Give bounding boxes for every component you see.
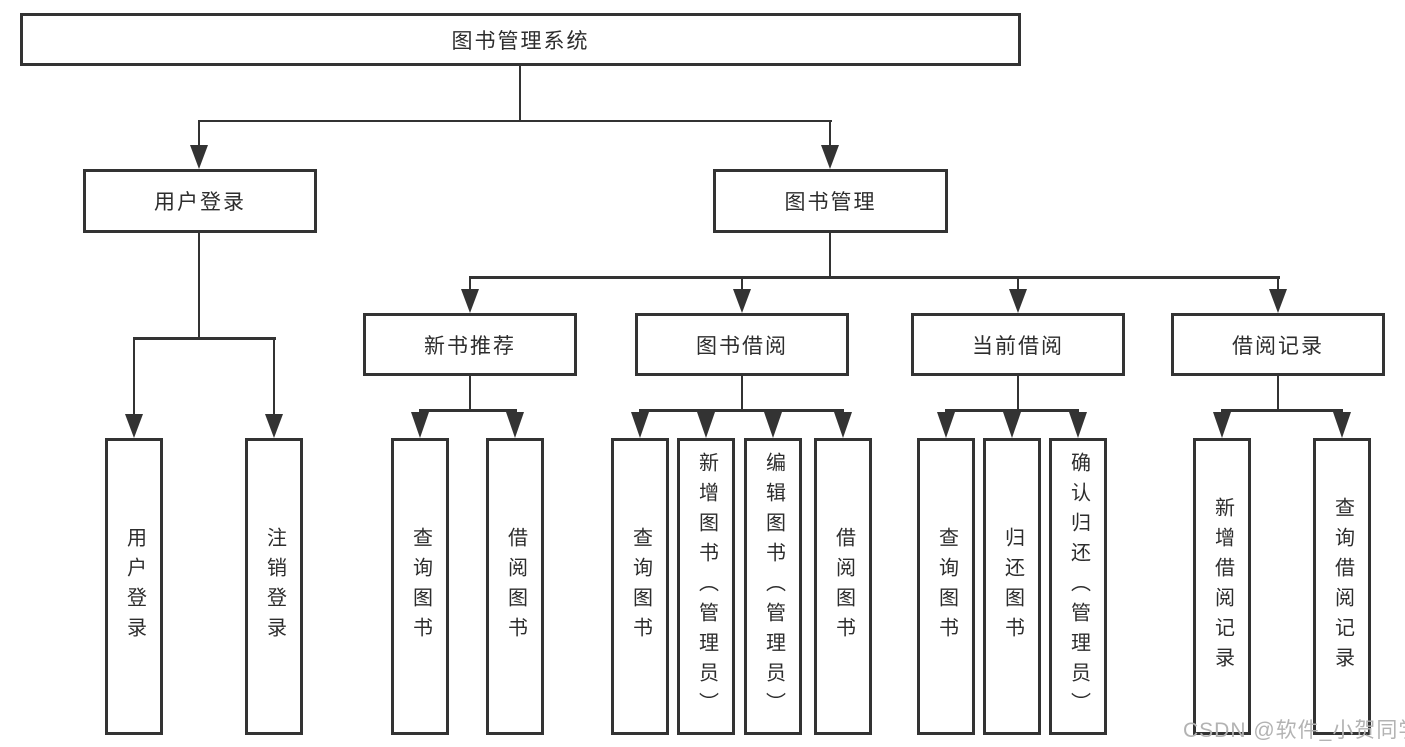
leaf-label: 查询借阅记录 [1331, 496, 1354, 677]
node-label: 借阅记录 [1232, 334, 1324, 358]
leaf-logout: 注销登录 [245, 438, 303, 735]
arrow-down-icon [733, 289, 751, 313]
leaf-label: 新增图书（管理员） [695, 451, 718, 722]
connector-current-split [945, 409, 1079, 412]
node-label: 图书管理系统 [451, 29, 590, 53]
leaf-records-query-borrow-record: 查询借阅记录 [1313, 438, 1371, 735]
arrow-down-icon [821, 145, 839, 169]
connector-recommend-split [419, 409, 517, 412]
connector-borrow-stem [741, 376, 743, 410]
connector-level3-drop [469, 279, 471, 290]
csdn-watermark: CSDN @软件_小贺同学 [1183, 719, 1405, 742]
connector-root-split [198, 120, 832, 122]
arrow-down-icon [1003, 412, 1021, 438]
leaf-user-login: 用户登录 [105, 438, 163, 735]
leaf-label: 借阅图书 [832, 526, 855, 647]
node-book-management: 图书管理 [713, 169, 948, 233]
connector-records-split [1221, 409, 1343, 412]
node-user-login: 用户登录 [83, 169, 317, 233]
connector-user-login-drop [198, 120, 200, 148]
leaf-label: 借阅图书 [504, 526, 527, 647]
connector-leaf-drop [133, 340, 135, 414]
connector-root-stem [519, 66, 521, 120]
arrow-down-icon [1009, 289, 1027, 313]
leaf-label: 新增借阅记录 [1211, 496, 1234, 677]
node-label: 图书管理 [784, 191, 877, 214]
connector-user-login-split [133, 337, 276, 340]
leaf-label: 归还图书 [1001, 526, 1024, 647]
leaf-recommend-borrow-books: 借阅图书 [486, 438, 544, 735]
connector-book-mgmt-drop [829, 120, 831, 148]
arrow-down-icon [190, 145, 208, 169]
leaf-recommend-query-books: 查询图书 [391, 438, 449, 735]
node-label: 当前借阅 [972, 334, 1064, 358]
leaf-label: 用户登录 [123, 526, 146, 647]
arrow-down-icon [937, 412, 955, 438]
leaf-label: 查询图书 [409, 526, 432, 647]
arrow-down-icon [1269, 289, 1287, 313]
leaf-current-confirm-return-admin: 确认归还（管理员） [1049, 438, 1107, 735]
leaf-label: 确认归还（管理员） [1067, 451, 1090, 722]
connector-current-stem [1017, 376, 1019, 410]
node-root-book-management-system: 图书管理系统 [20, 13, 1021, 66]
arrow-down-icon [461, 289, 479, 313]
arrow-down-icon [764, 412, 782, 438]
connector-level3-drop [1017, 279, 1019, 290]
connector-records-stem [1277, 376, 1279, 410]
leaf-records-add-borrow-record: 新增借阅记录 [1193, 438, 1251, 735]
leaf-current-return-books: 归还图书 [983, 438, 1041, 735]
arrow-down-icon [834, 412, 852, 438]
node-label: 用户登录 [154, 191, 246, 214]
connector-book-mgmt-split [469, 276, 1280, 279]
node-borrow-records: 借阅记录 [1171, 313, 1385, 376]
node-label: 新书推荐 [424, 334, 516, 358]
leaf-borrow-query-books: 查询图书 [611, 438, 669, 735]
leaf-label: 注销登录 [263, 526, 286, 647]
arrow-down-icon [1069, 412, 1087, 438]
node-current-borrow: 当前借阅 [911, 313, 1125, 376]
leaf-borrow-borrow-books: 借阅图书 [814, 438, 872, 735]
connector-book-mgmt-stem [829, 233, 831, 277]
arrow-down-icon [697, 412, 715, 438]
leaf-borrow-edit-books-admin: 编辑图书（管理员） [744, 438, 802, 735]
connector-leaf-drop [273, 340, 275, 414]
leaf-current-query-books: 查询图书 [917, 438, 975, 735]
leaf-borrow-add-books-admin: 新增图书（管理员） [677, 438, 735, 735]
arrow-down-icon [1333, 412, 1351, 438]
arrow-down-icon [265, 414, 283, 438]
connector-level3-drop [741, 279, 743, 290]
connector-user-login-stem [198, 233, 200, 338]
connector-level3-drop [1277, 279, 1279, 290]
node-new-book-recommend: 新书推荐 [363, 313, 577, 376]
arrow-down-icon [125, 414, 143, 438]
leaf-label: 查询图书 [629, 526, 652, 647]
leaf-label: 编辑图书（管理员） [762, 451, 785, 722]
arrow-down-icon [411, 412, 429, 438]
arrow-down-icon [506, 412, 524, 438]
arrow-down-icon [1213, 412, 1231, 438]
connector-borrow-split [639, 409, 844, 412]
arrow-down-icon [631, 412, 649, 438]
node-label: 图书借阅 [696, 334, 788, 358]
leaf-label: 查询图书 [935, 526, 958, 647]
node-book-borrow: 图书借阅 [635, 313, 849, 376]
connector-recommend-stem [469, 376, 471, 410]
